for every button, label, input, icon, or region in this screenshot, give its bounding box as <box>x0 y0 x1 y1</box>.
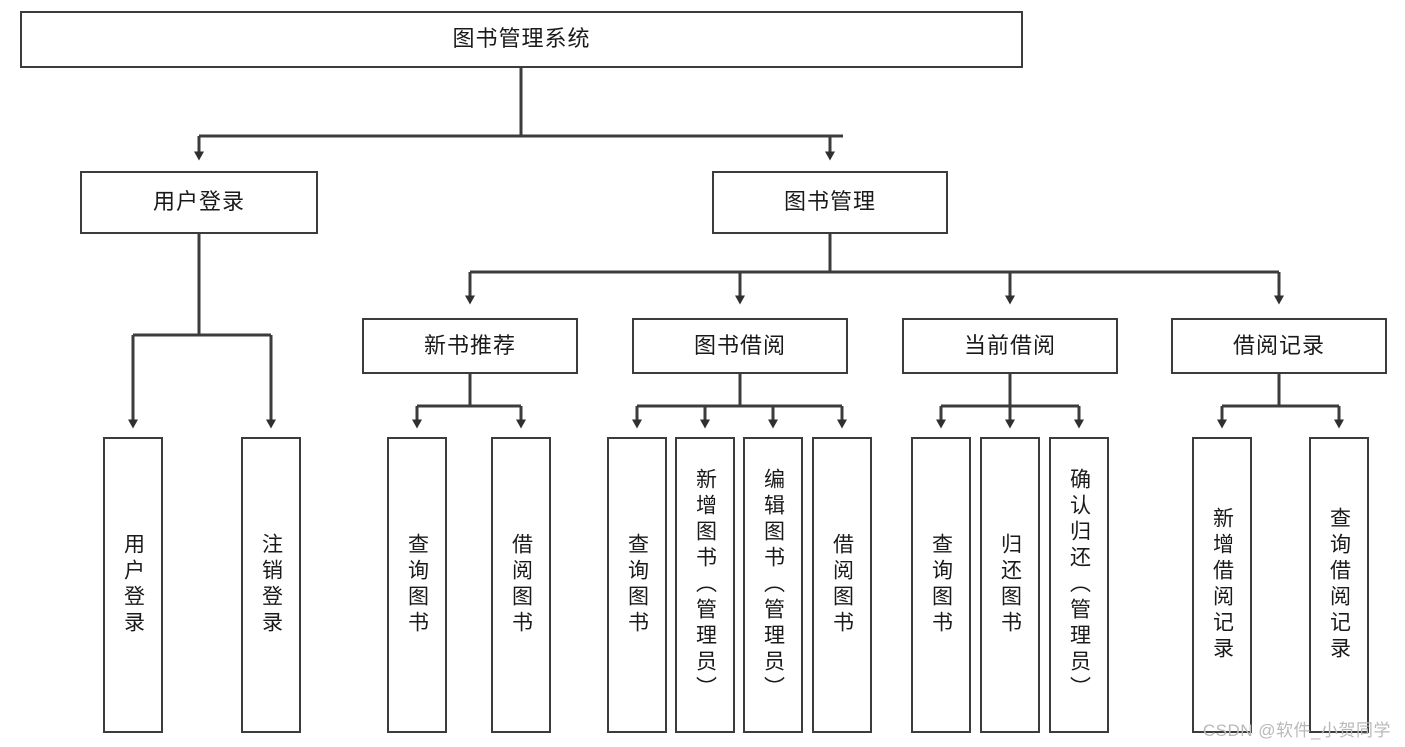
node-label: 当前借阅 <box>963 332 1056 358</box>
node-label: 查询图书 <box>625 533 649 637</box>
node-book-management[interactable]: 图书管理 <box>712 171 948 234</box>
node-label: 借阅图书 <box>509 533 533 637</box>
leaf-current-return-book[interactable]: 归还图书 <box>980 437 1040 733</box>
node-label: 图书管理 <box>783 189 876 215</box>
node-label: 新书推荐 <box>423 332 516 358</box>
leaf-recommend-query-book[interactable]: 查询图书 <box>387 437 447 733</box>
leaf-recommend-borrow-book[interactable]: 借阅图书 <box>491 437 551 733</box>
leaf-records-query-record[interactable]: 查询借阅记录 <box>1309 437 1369 733</box>
leaf-borrow-query-book[interactable]: 查询图书 <box>607 437 667 733</box>
node-label: 新增借阅记录 <box>1210 507 1234 663</box>
node-label: 用户登录 <box>152 189 245 215</box>
leaf-records-add-record[interactable]: 新增借阅记录 <box>1192 437 1252 733</box>
leaf-current-query-book[interactable]: 查询图书 <box>911 437 971 733</box>
node-label: 图书借阅 <box>693 332 786 358</box>
node-label: 查询图书 <box>405 533 429 637</box>
node-label: 编辑图书（管理员） <box>761 468 785 702</box>
node-label: 归还图书 <box>998 533 1022 637</box>
node-new-book-recommend[interactable]: 新书推荐 <box>362 318 578 374</box>
watermark: CSDN @软件_小贺同学 <box>1202 721 1391 740</box>
node-book-borrow[interactable]: 图书借阅 <box>632 318 848 374</box>
leaf-user-login-signout[interactable]: 注销登录 <box>241 437 301 733</box>
leaf-borrow-add-book-admin[interactable]: 新增图书（管理员） <box>675 437 735 733</box>
node-label: 查询借阅记录 <box>1327 507 1351 663</box>
node-borrow-records[interactable]: 借阅记录 <box>1171 318 1387 374</box>
node-label: 用户登录 <box>121 533 145 637</box>
node-user-login[interactable]: 用户登录 <box>80 171 318 234</box>
leaf-borrow-edit-book-admin[interactable]: 编辑图书（管理员） <box>743 437 803 733</box>
node-label: 新增图书（管理员） <box>693 468 717 702</box>
node-label: 图书管理系统 <box>452 26 591 52</box>
node-label: 查询图书 <box>929 533 953 637</box>
leaf-current-confirm-return-admin[interactable]: 确认归还（管理员） <box>1049 437 1109 733</box>
node-label: 注销登录 <box>259 533 283 637</box>
leaf-user-login-signin[interactable]: 用户登录 <box>103 437 163 733</box>
node-root-system[interactable]: 图书管理系统 <box>20 11 1023 68</box>
node-current-borrow[interactable]: 当前借阅 <box>902 318 1118 374</box>
leaf-borrow-borrow-book[interactable]: 借阅图书 <box>812 437 872 733</box>
node-label: 确认归还（管理员） <box>1067 468 1091 702</box>
node-label: 借阅记录 <box>1232 332 1325 358</box>
node-label: 借阅图书 <box>830 533 854 637</box>
